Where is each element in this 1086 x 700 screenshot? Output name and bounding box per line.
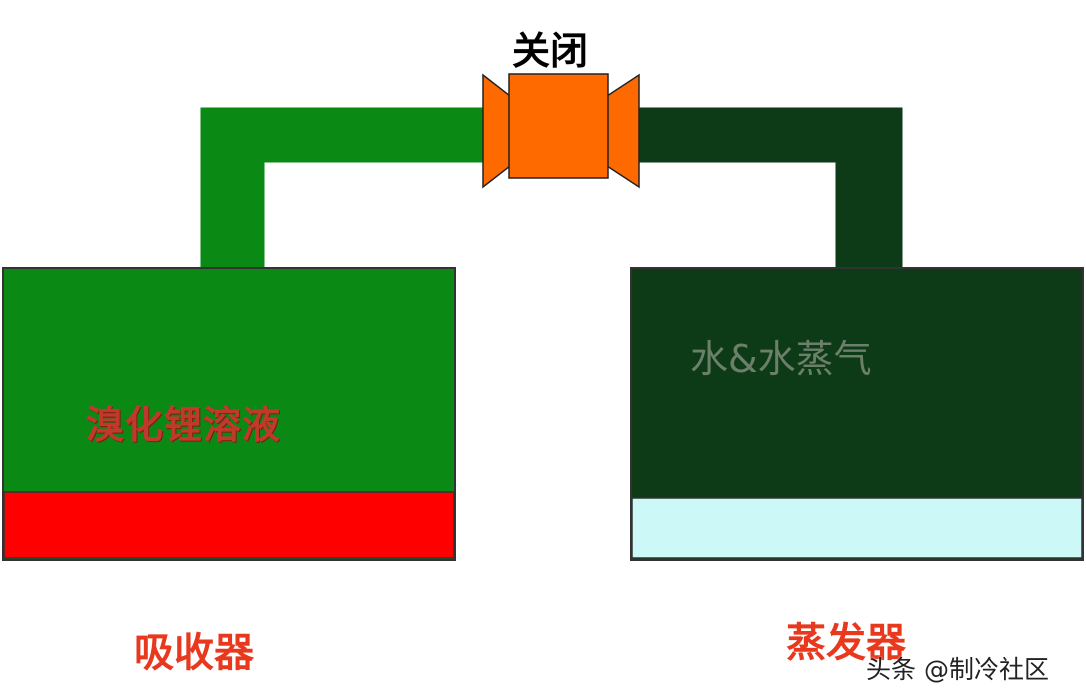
evaporator-title: 蒸发器 [786, 620, 906, 666]
absorber-title: 吸收器 [134, 630, 254, 676]
valve-right-flange [606, 73, 640, 189]
evaporator-water-layer [631, 497, 1083, 559]
absorber-liquid-label: 溴化锂溶液 [86, 403, 282, 447]
watermark: 头条 @制冷社区 [866, 655, 1049, 684]
valve [482, 73, 640, 189]
absorber-pipe [200, 107, 497, 269]
valve-left-flange [482, 73, 511, 189]
evaporator-vapor-label: 水&水蒸气 [690, 337, 872, 381]
evaporator-pipe [625, 107, 903, 269]
valve-body [508, 73, 609, 179]
valve-state-label: 关闭 [512, 29, 589, 73]
absorber-liquid-layer [3, 491, 455, 559]
